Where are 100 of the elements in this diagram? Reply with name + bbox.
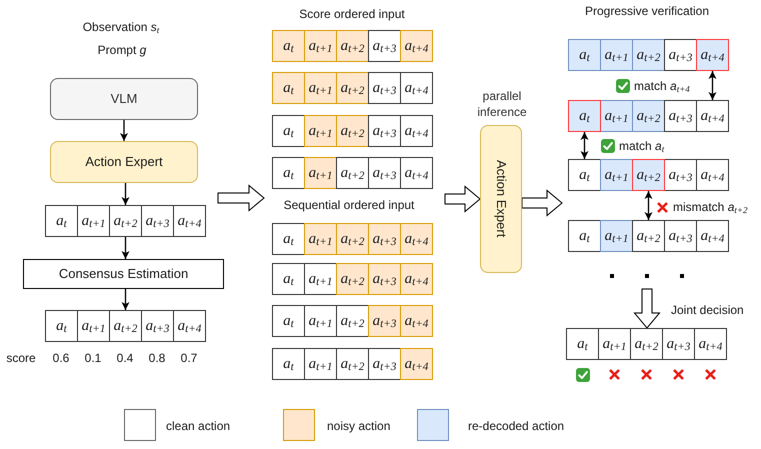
text-label: Score ordered input [298, 6, 406, 22]
action-cell: a$_{t+4}$ [696, 159, 729, 191]
action-cell: a$_{t+2}$ [630, 328, 663, 360]
double-arrow [644, 191, 652, 220]
action-cell: a$_{t}$ [45, 310, 78, 342]
process-box: VLM [50, 78, 198, 120]
legend-label: re-decoded action [468, 418, 564, 434]
action-cell: a$_{t}$ [272, 157, 305, 189]
score-value: 0.6 [52, 350, 70, 366]
action-cell: a$_{t+1}$ [600, 39, 633, 71]
action-cell: a$_{t+1}$ [304, 72, 337, 104]
action-cell: a$_{t+1}$ [304, 263, 337, 295]
action-cell: a$_{t+4}$ [173, 310, 206, 342]
action-cell: a$_{t+3}$ [141, 310, 174, 342]
score-value: 0.1 [84, 350, 102, 366]
action-cell: a$_{t+2}$ [109, 310, 142, 342]
action-cell: a$_{t}$ [272, 305, 305, 337]
action-cell: a$_{t+1}$ [304, 157, 337, 189]
edge-label: Joint decision [671, 302, 744, 318]
action-cell: a$_{t+3}$ [368, 263, 401, 295]
action-cell: a$_{t+2}$ [336, 223, 369, 255]
action-cell: a$_{t+4}$ [400, 348, 433, 380]
text-label: Prompt g [96, 42, 148, 58]
edge-label: match a$_{t}$ [619, 138, 664, 154]
action-cell: a$_{t+4}$ [696, 39, 729, 71]
action-cell: a$_{t+3}$ [368, 157, 401, 189]
action-cell: a$_{t+4}$ [400, 223, 433, 255]
action-cell: a$_{t+1}$ [304, 223, 337, 255]
stage-caption: parallel inference [476, 88, 528, 120]
action-cell: a$_{t+2}$ [336, 157, 369, 189]
action-cell: a$_{t}$ [568, 100, 601, 132]
process-box: Consensus Estimation [23, 259, 224, 289]
text-label: Progressive verification [584, 3, 710, 19]
double-arrow [708, 71, 716, 100]
action-cell: a$_{t+2}$ [336, 263, 369, 295]
score-value: 0.7 [180, 350, 198, 366]
action-cell: a$_{t+4}$ [400, 72, 433, 104]
action-cell: a$_{t+1}$ [600, 100, 633, 132]
action-cell: a$_{t}$ [566, 328, 599, 360]
action-cell: a$_{t+1}$ [598, 328, 631, 360]
action-cell: a$_{t+2}$ [632, 100, 665, 132]
action-cell: a$_{t+3}$ [664, 159, 697, 191]
action-cell: a$_{t+3}$ [368, 305, 401, 337]
action-cell: a$_{t+2}$ [632, 159, 665, 191]
block-arrow [633, 288, 661, 329]
action-cell: a$_{t}$ [272, 263, 305, 295]
action-cell: a$_{t+1}$ [304, 348, 337, 380]
action-cell: a$_{t+2}$ [336, 72, 369, 104]
process-box: Action Expert [480, 125, 522, 273]
legend-label: clean action [166, 418, 230, 434]
score-value: 0.8 [148, 350, 166, 366]
action-cell: a$_{t+4}$ [400, 263, 433, 295]
action-cell: a$_{t+4}$ [696, 220, 729, 252]
action-cell: a$_{t}$ [568, 159, 601, 191]
action-cell: a$_{t+2}$ [336, 348, 369, 380]
action-cell: a$_{t}$ [272, 348, 305, 380]
action-cell: a$_{t+3}$ [368, 72, 401, 104]
edge-label: match a$_{t+4}$ [634, 78, 690, 94]
action-cell: a$_{t+3}$ [664, 100, 697, 132]
score-value: score [5, 350, 37, 366]
process-box: Action Expert [50, 141, 198, 183]
action-cell: a$_{t+2}$ [336, 115, 369, 147]
action-cell: a$_{t}$ [272, 223, 305, 255]
action-cell: a$_{t+3}$ [662, 328, 695, 360]
action-cell: a$_{t}$ [45, 205, 78, 237]
action-cell: a$_{t+3}$ [368, 115, 401, 147]
action-cell: a$_{t+1}$ [304, 30, 337, 62]
action-cell: a$_{t+1}$ [304, 115, 337, 147]
action-cell: a$_{t+2}$ [632, 220, 665, 252]
arrow [122, 237, 130, 259]
action-cell: a$_{t+4}$ [173, 205, 206, 237]
edge-label: mismatch a$_{t+2}$ [673, 199, 748, 215]
text-label: Sequential ordered input [282, 197, 416, 213]
arrow [120, 120, 128, 141]
action-cell: a$_{t+3}$ [664, 39, 697, 71]
action-cell: a$_{t+3}$ [141, 205, 174, 237]
action-cell: a$_{t+3}$ [368, 348, 401, 380]
action-cell: a$_{t}$ [568, 220, 601, 252]
text-label: Observation s$_{t}$ [82, 19, 160, 35]
action-cell: a$_{t+2}$ [109, 205, 142, 237]
block-arrow [444, 185, 481, 213]
action-cell: a$_{t+3}$ [368, 223, 401, 255]
action-cell: a$_{t+2}$ [336, 305, 369, 337]
action-cell: a$_{t}$ [272, 72, 305, 104]
action-cell: a$_{t+1}$ [600, 220, 633, 252]
action-cell: a$_{t+4}$ [694, 328, 727, 360]
action-cell: a$_{t+4}$ [400, 157, 433, 189]
block-arrow [522, 189, 563, 217]
action-cell: a$_{t+1}$ [77, 205, 110, 237]
action-cell: a$_{t+3}$ [368, 30, 401, 62]
arrow [122, 183, 130, 205]
action-cell: a$_{t+2}$ [632, 39, 665, 71]
action-cell: a$_{t+3}$ [664, 220, 697, 252]
double-arrow [580, 132, 588, 159]
action-cell: a$_{t}$ [272, 115, 305, 147]
legend-label: noisy action [327, 418, 390, 434]
arrow [122, 289, 130, 310]
action-cell: a$_{t+4}$ [696, 100, 729, 132]
action-cell: a$_{t}$ [568, 39, 601, 71]
action-cell: a$_{t+2}$ [336, 30, 369, 62]
